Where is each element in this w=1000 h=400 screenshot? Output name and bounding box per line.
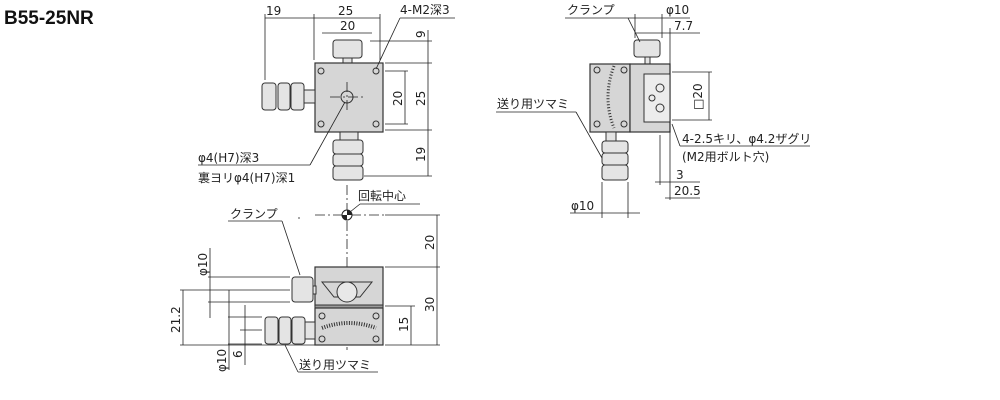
hole-note: 4-M2深3 xyxy=(400,3,450,17)
center-hole-note-1: φ4(H7)深3 xyxy=(198,151,259,165)
dim-phi10-knob: φ10 xyxy=(215,349,229,372)
rotation-dial xyxy=(336,281,358,303)
dim-3: 3 xyxy=(676,168,684,182)
clamp-knob-top xyxy=(332,39,363,59)
front-view: 回転中心 20 30 15 φ10 21.2 6 φ10 クランプ xyxy=(169,185,440,373)
dim-30: 30 xyxy=(423,297,437,312)
side-body-left xyxy=(589,63,631,133)
clamp-knob-side xyxy=(633,39,661,58)
m2-hole xyxy=(317,120,325,128)
rotation-center-label: 回転中心 xyxy=(358,188,406,203)
dim-20: 20 xyxy=(423,235,437,250)
dim-19-left: 19 xyxy=(266,4,281,18)
bolt-hole-note-1: 4-2.5キリ、φ4.2ザグリ xyxy=(682,132,811,146)
m2-hole xyxy=(317,67,325,75)
m2-hole xyxy=(372,120,380,128)
feed-knob-front xyxy=(264,316,279,345)
m2-hole xyxy=(372,67,380,75)
dim-20-height: 20 xyxy=(391,91,405,106)
dim-phi10-clamp: φ10 xyxy=(196,253,210,276)
feed-knob-side xyxy=(601,140,629,154)
top-view: 19 25 20 4-M2深3 9 20 25 19 φ4(H7)深3 裏ヨリφ… xyxy=(198,3,455,185)
center-hole-note-2: 裏ヨリφ4(H7)深1 xyxy=(198,170,295,185)
feed-knob-label-front: 送り用ツマミ xyxy=(299,357,371,372)
dim-25-width: 25 xyxy=(338,4,353,18)
dim-20-width: 20 xyxy=(340,19,355,33)
dim-6: 6 xyxy=(231,350,245,358)
dim-square20: □20 xyxy=(691,83,705,110)
feed-knob-bottom xyxy=(332,139,364,155)
bolt-hole-note-2: (M2用ボルト穴) xyxy=(682,149,769,164)
side-view: クランプ φ10 7.7 □20 送り用ツマミ 4-2.5キリ、φ4.2ザグリ … xyxy=(496,3,811,218)
stage-plate xyxy=(314,62,384,133)
clamp-label-side: クランプ xyxy=(567,3,615,17)
clamp-label-front: クランプ xyxy=(230,207,278,221)
dim-19-bottom: 19 xyxy=(414,147,428,162)
dim-20-5: 20.5 xyxy=(674,184,701,198)
clamp-knob-front xyxy=(291,276,314,303)
dim-phi10-bottom: φ10 xyxy=(571,199,594,213)
dim-7-7: 7.7 xyxy=(674,19,693,33)
dim-25-height: 25 xyxy=(414,91,428,106)
dim-9: 9 xyxy=(414,30,428,38)
feed-knob-label-side: 送り用ツマミ xyxy=(497,96,569,111)
model-title: B55-25NR xyxy=(4,8,94,29)
dim-phi10-top: φ10 xyxy=(666,3,689,17)
dim-21-2: 21.2 xyxy=(169,306,183,333)
feed-knob-left xyxy=(261,82,277,111)
dim-15: 15 xyxy=(397,317,411,332)
